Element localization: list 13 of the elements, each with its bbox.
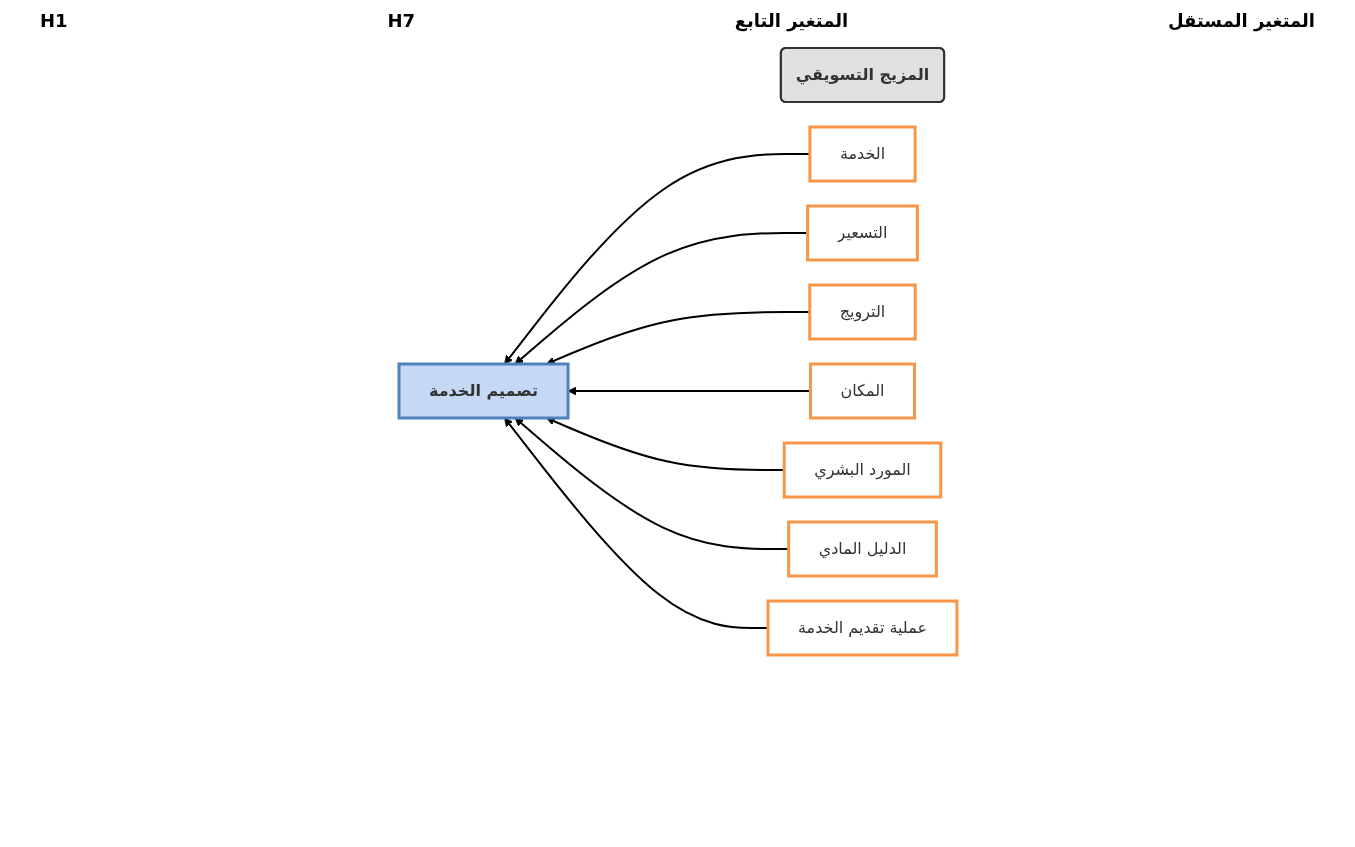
node-box: الخدمة [807,125,917,183]
node-box: عملية تقديم الخدمة [766,599,958,657]
label-text: H1 [40,9,68,31]
node-box: الدليل المادي [786,520,938,578]
label-text: المتغير المستقل [1168,9,1315,31]
node-box: تصميم الخدمة [397,362,570,420]
label-text: H7 [387,9,415,31]
node-box: الترويج [807,283,917,341]
arrow [514,232,809,365]
label-text: المتغير التابع [734,9,849,31]
node-box: المكان [808,362,916,420]
node-box: المورد البشري [782,441,942,499]
node-box: التسعير [805,204,919,262]
